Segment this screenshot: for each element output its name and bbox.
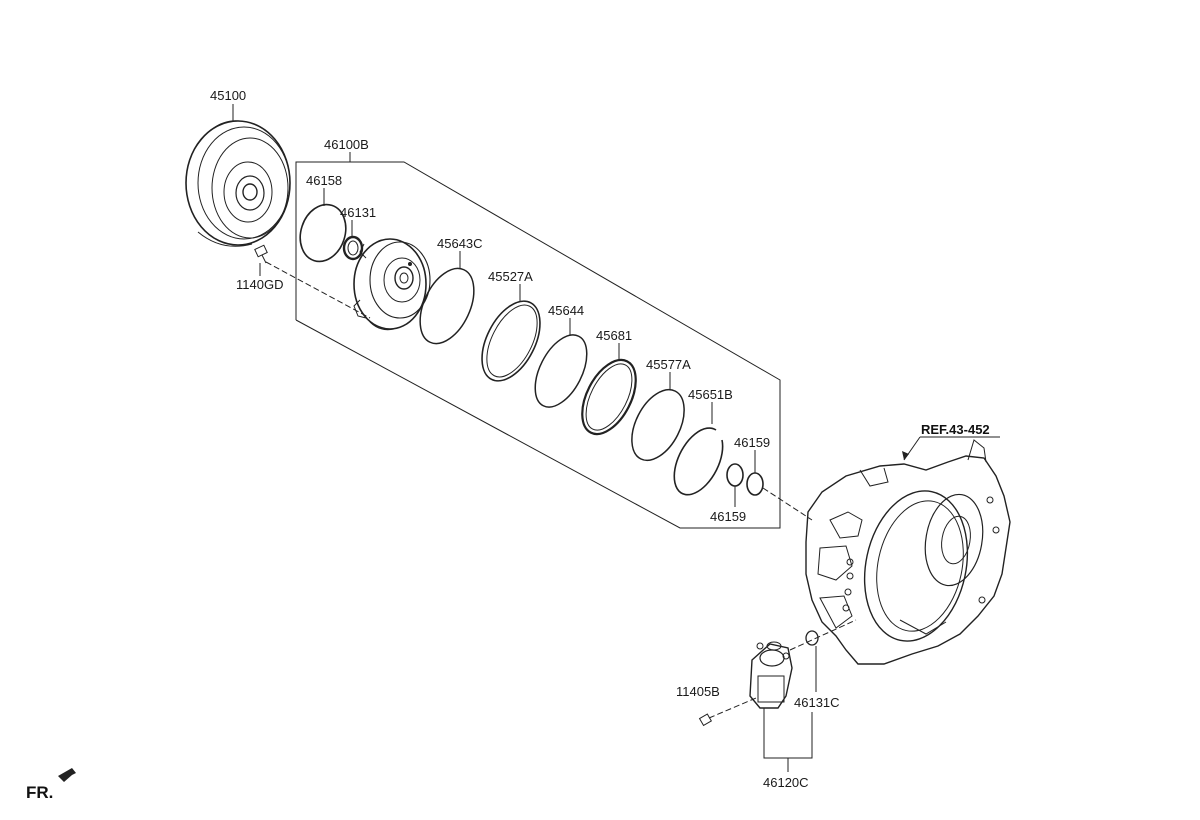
label-45100: 45100 bbox=[210, 88, 246, 103]
leader-valve-case bbox=[789, 619, 857, 651]
label-46100b: 46100B bbox=[324, 137, 369, 152]
ring-45527a-part bbox=[481, 300, 541, 382]
label-ref-43-452[interactable]: REF.43-452 bbox=[921, 422, 990, 437]
label-1140gd: 1140GD bbox=[236, 277, 283, 292]
label-46131: 46131 bbox=[340, 205, 376, 220]
oil-pump-part bbox=[353, 238, 431, 331]
leader-lines bbox=[232, 104, 817, 772]
assembly-46100b-outline bbox=[295, 161, 781, 529]
o-ring-46159-right-part bbox=[746, 472, 764, 496]
o-ring-46159-left-part bbox=[726, 463, 744, 487]
label-45643c: 45643C bbox=[437, 236, 483, 251]
ref-arrow-icon bbox=[902, 451, 909, 460]
ring-45644-part bbox=[534, 334, 588, 408]
label-45577a: 45577A bbox=[646, 357, 691, 372]
leader-46159 bbox=[762, 487, 813, 521]
o-ring-46131c-part bbox=[805, 630, 819, 646]
leader-11405b bbox=[708, 697, 757, 719]
label-46159-bottom: 46159 bbox=[710, 509, 746, 524]
label-46159-top: 46159 bbox=[734, 435, 770, 450]
label-45527a: 45527A bbox=[488, 269, 533, 284]
label-46120c: 46120C bbox=[763, 775, 809, 790]
label-45681: 45681 bbox=[596, 328, 632, 343]
front-direction-arrow-icon bbox=[58, 768, 76, 782]
leader-1140gd bbox=[265, 261, 371, 319]
ring-45681-part bbox=[581, 358, 637, 436]
label-46158: 46158 bbox=[306, 173, 342, 188]
snap-ring-45651b-part bbox=[673, 427, 724, 496]
ring-45577a-part bbox=[631, 388, 685, 462]
label-46131c: 46131C bbox=[794, 695, 840, 710]
transmission-case-part bbox=[805, 439, 1011, 665]
solenoid-valve-part bbox=[749, 641, 793, 709]
label-fr: FR. bbox=[26, 783, 53, 802]
label-45644: 45644 bbox=[548, 303, 584, 318]
seal-46131-part bbox=[342, 235, 364, 261]
o-ring-46158-part bbox=[299, 203, 347, 263]
bolt-11405b-part bbox=[698, 713, 713, 727]
label-45651b: 45651B bbox=[688, 387, 733, 402]
torque-converter-part bbox=[185, 120, 291, 247]
label-11405b: 11405B bbox=[676, 684, 720, 699]
bolt-1140gd-part bbox=[254, 244, 268, 264]
ring-45643c-part bbox=[419, 267, 475, 345]
